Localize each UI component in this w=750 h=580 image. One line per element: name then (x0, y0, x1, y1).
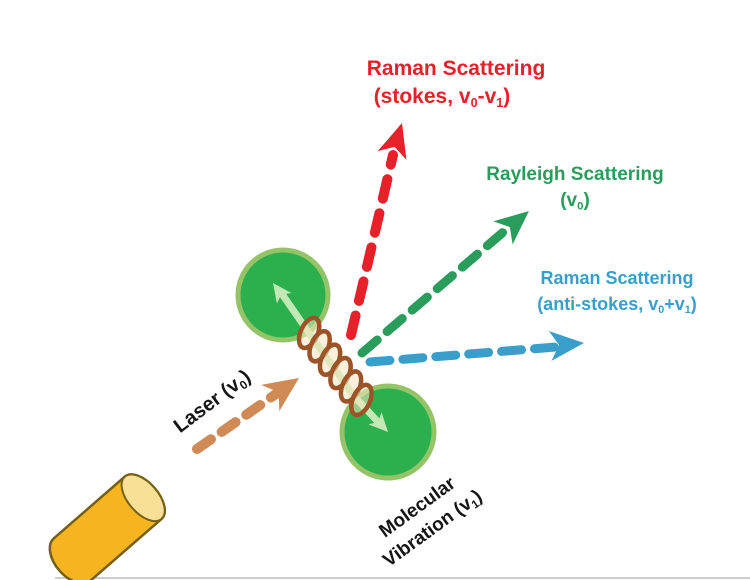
rayleigh-l2-pre: (v (560, 190, 578, 211)
stokes-l2-post: ) (503, 85, 511, 108)
rayleigh-label-line2: (v0) (445, 188, 705, 219)
antistokes-l2-sub1: 1 (684, 304, 691, 317)
rayleigh-label-line1: Rayleigh Scattering (486, 164, 664, 185)
stokes-scattering-dashed-arrow (346, 150, 398, 340)
laser-beam-dashed-arrow (192, 389, 281, 454)
stokes-label-line1: Raman Scattering (366, 57, 546, 80)
stokes-scattering-arrowhead (377, 123, 407, 160)
laser-beam-arrowhead (261, 378, 299, 412)
rayleigh-scattering-arrowhead (493, 211, 529, 245)
antistokes-l2-pre: (anti-stokes, v (537, 294, 659, 314)
laser-cylinder-face (120, 473, 166, 523)
antistokes-l2-mid: +v (664, 294, 685, 314)
antistokes-label-line2: (anti-stokes, v0+v1) (487, 291, 747, 323)
stokes-l2-sub0: 0 (470, 95, 478, 110)
spring-coil-icon (296, 315, 374, 418)
rayleigh-scattering-dashed-arrow (357, 223, 513, 358)
stokes-label-line2: (stokes, v0-v1) (312, 83, 572, 117)
laser-cylinder-body (48, 473, 166, 580)
stokes-l2-mid: -v (477, 85, 497, 108)
vibration-arrowhead-top (273, 283, 292, 304)
antistokes-scattering-arrowhead (548, 331, 584, 361)
vibration-arrowhead-bottom (368, 412, 388, 432)
rayleigh-l2-sub0: 0 (577, 200, 584, 213)
stokes-scattering-label: Raman Scattering (stokes, v0-v1) (326, 55, 586, 117)
antistokes-scattering-label: Raman Scattering (anti-stokes, v0+v1) (487, 265, 747, 323)
antistokes-l2-post: ) (690, 294, 697, 314)
stokes-l2-sub1: 1 (496, 95, 504, 110)
bottom-edge-line (55, 577, 750, 579)
rayleigh-l2-post: ) (583, 190, 590, 211)
laser-cylinder-icon (48, 473, 166, 580)
antistokes-label-line1: Raman Scattering (540, 268, 694, 288)
rayleigh-scattering-label: Rayleigh Scattering (v0) (445, 162, 705, 219)
antistokes-l2-sub0: 0 (658, 304, 665, 317)
antistokes-scattering-dashed-arrow (365, 342, 561, 367)
stokes-l2-pre: (stokes, v (373, 85, 471, 108)
